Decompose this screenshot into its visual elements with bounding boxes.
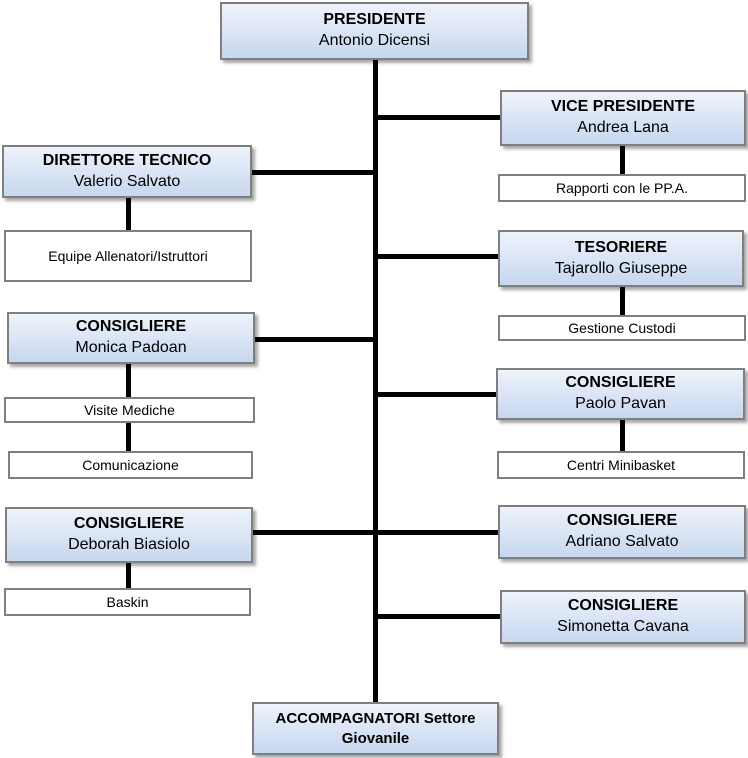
connector-tesoriere-task: [620, 287, 625, 315]
tesoriere-name: Tajarollo Giuseppe: [554, 259, 688, 277]
consigliere-pavan-box: CONSIGLIERE Paolo Pavan: [496, 368, 745, 420]
consigliere-salvato-title: CONSIGLIERE: [566, 512, 678, 530]
president-name: Antonio Dicensi: [318, 32, 431, 49]
connector-tesoriere: [373, 254, 498, 259]
consigliere-biasiolo-name: Deborah Biasiolo: [68, 536, 190, 553]
direttore-tecnico-box: DIRETTORE TECNICO Valerio Salvato: [2, 145, 252, 198]
vice-president-name: Andrea Lana: [577, 119, 669, 136]
president-title: PRESIDENTE: [323, 11, 426, 29]
accompagnatori-title-line1: ACCOMPAGNATORI Settore: [275, 710, 476, 727]
vice-president-title: VICE PRESIDENTE: [550, 98, 696, 116]
direttore-tecnico-name: Valerio Salvato: [73, 172, 181, 190]
connector-consigliere-padoan: [255, 337, 378, 342]
consigliere-pavan-title: CONSIGLIERE: [565, 374, 676, 392]
padoan-task1: Visite Mediche: [84, 401, 175, 418]
consigliere-padoan-name: Monica Padoan: [75, 339, 187, 356]
connector-consigliere-pavan: [373, 392, 496, 397]
direttore-tecnico-title: DIRETTORE TECNICO: [42, 151, 212, 169]
pavan-task: Centri Minibasket: [566, 456, 676, 473]
consigliere-salvato-box: CONSIGLIERE Adriano Salvato: [498, 505, 746, 559]
connector-vice-president: [373, 115, 500, 120]
accompagnatori-box: ACCOMPAGNATORI Settore Giovanile: [252, 702, 499, 755]
tesoriere-box: TESORIERE Tajarollo Giuseppe: [498, 230, 744, 287]
consigliere-pavan-name: Paolo Pavan: [575, 395, 666, 412]
connector-padoan-task1: [126, 364, 131, 397]
tesoriere-task-box: Gestione Custodi: [498, 315, 746, 341]
tesoriere-title: TESORIERE: [574, 238, 668, 256]
consigliere-cavana-box: CONSIGLIERE Simonetta Cavana: [500, 590, 746, 644]
tesoriere-task: Gestione Custodi: [568, 319, 676, 336]
main-trunk-line: [373, 60, 378, 702]
president-box: PRESIDENTE Antonio Dicensi: [220, 2, 529, 60]
direttore-tecnico-task-box: Equipe Allenatori/Istruttori: [4, 230, 252, 282]
connector-consigliere-biasiolo-salvato: [253, 530, 498, 535]
consigliere-salvato-name: Adriano Salvato: [565, 533, 679, 550]
connector-direttore-task: [126, 198, 131, 230]
connector-vice-task: [620, 146, 625, 174]
consigliere-cavana-title: CONSIGLIERE: [567, 597, 679, 615]
consigliere-cavana-name: Simonetta Cavana: [557, 618, 689, 635]
connector-consigliere-cavana: [373, 614, 500, 619]
connector-biasiolo-task: [126, 563, 131, 588]
pavan-task-box: Centri Minibasket: [497, 451, 745, 479]
biasiolo-task-box: Baskin: [4, 588, 251, 616]
consigliere-padoan-title: CONSIGLIERE: [75, 318, 187, 336]
biasiolo-task: Baskin: [106, 593, 149, 610]
consigliere-biasiolo-title: CONSIGLIERE: [73, 515, 185, 533]
connector-direttore-tecnico: [252, 170, 378, 175]
connector-pavan-task: [620, 420, 625, 451]
padoan-task1-box: Visite Mediche: [4, 397, 255, 423]
consigliere-biasiolo-box: CONSIGLIERE Deborah Biasiolo: [5, 507, 253, 563]
direttore-tecnico-task: Equipe Allenatori/Istruttori: [48, 247, 208, 264]
consigliere-padoan-box: CONSIGLIERE Monica Padoan: [7, 312, 255, 364]
padoan-task2: Comunicazione: [82, 456, 179, 473]
padoan-task2-box: Comunicazione: [8, 451, 253, 479]
vice-president-task-box: Rapporti con le PP.A.: [498, 174, 746, 202]
vice-president-box: VICE PRESIDENTE Andrea Lana: [500, 90, 746, 146]
accompagnatori-title-line2: Giovanile: [341, 729, 410, 747]
vice-president-task: Rapporti con le PP.A.: [555, 179, 689, 196]
connector-padoan-task2: [126, 423, 131, 451]
